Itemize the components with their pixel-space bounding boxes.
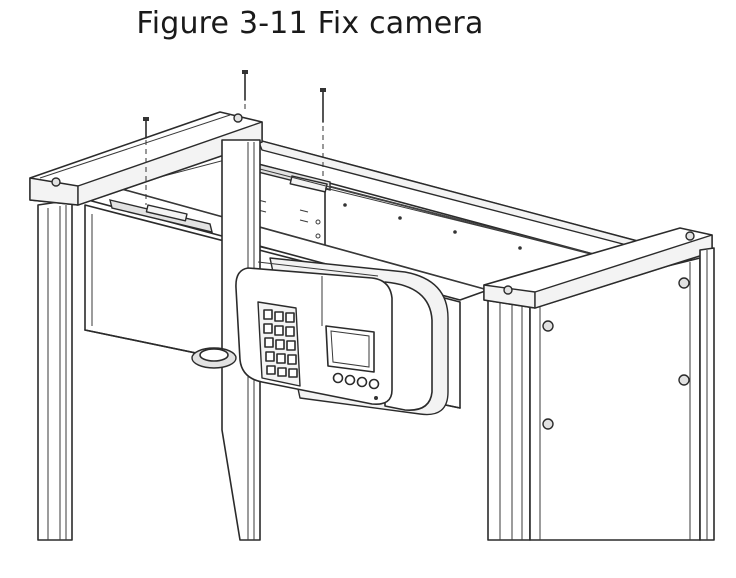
figure-caption: Figure 3-11 Fix camera xyxy=(136,6,484,41)
camera-lens-housing xyxy=(191,347,237,369)
screw-right xyxy=(320,88,326,178)
screw-middle xyxy=(242,70,248,112)
screw-left xyxy=(143,117,149,205)
keypad xyxy=(257,301,301,387)
display-screen xyxy=(325,325,375,373)
frame-right-pillar xyxy=(483,227,715,541)
buttons-row xyxy=(332,372,380,400)
